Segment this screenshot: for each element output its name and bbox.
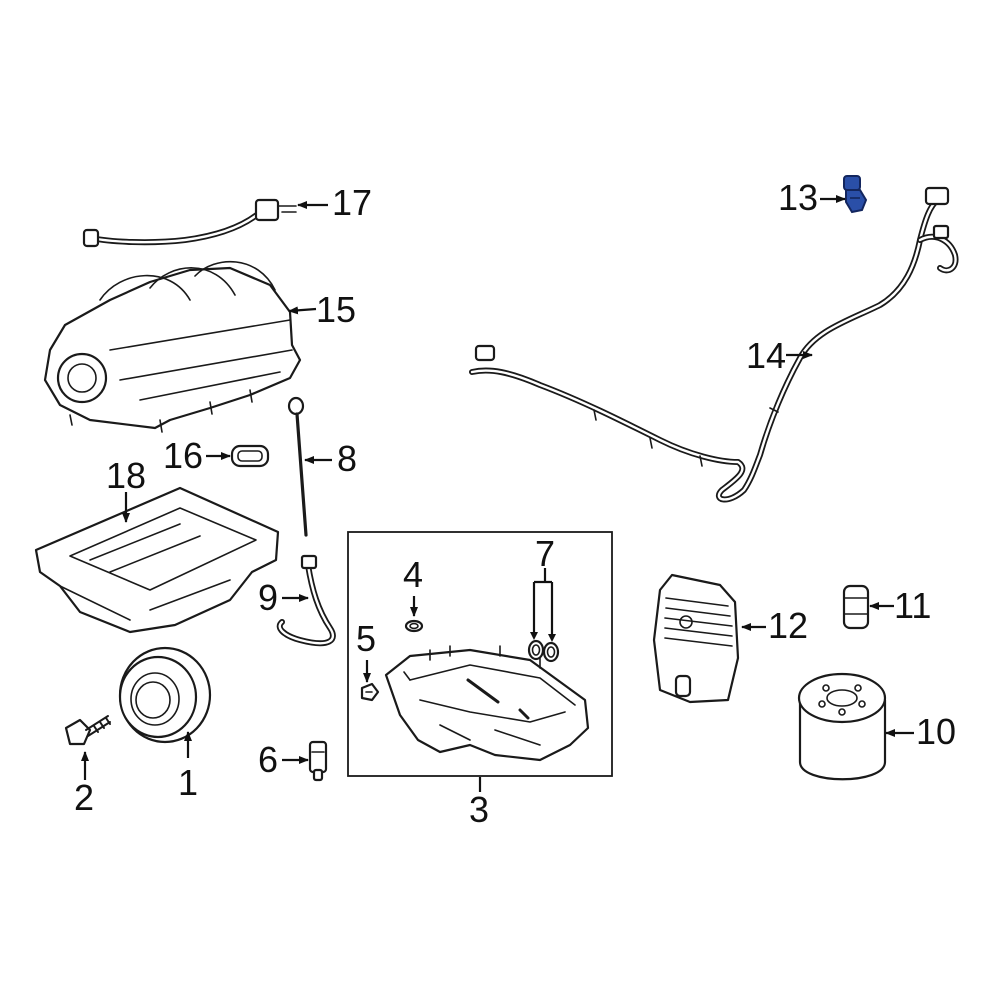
callout-11[interactable]: 11 [894,585,931,626]
callout-3[interactable]: 3 [469,789,489,830]
callout-17[interactable]: 17 [332,182,372,223]
callout-4[interactable]: 4 [403,554,423,595]
part-7-o-rings[interactable] [527,639,560,663]
leader-15 [288,306,317,315]
part-14-wiring-harness[interactable] [469,186,959,503]
callout-9[interactable]: 9 [258,577,278,618]
callout-14[interactable]: 14 [746,335,786,376]
part-10-oil-filter[interactable] [797,672,887,781]
part-9-dipstick-tube[interactable] [276,554,336,647]
callout-6[interactable]: 6 [258,739,278,780]
callout-12[interactable]: 12 [768,605,808,646]
part-18-valley-cover[interactable] [34,486,280,634]
part-2-bolt[interactable] [64,715,111,746]
callout-2[interactable]: 2 [74,777,94,818]
callout-18[interactable]: 18 [106,455,146,496]
part-6-sensor[interactable] [308,740,328,782]
callout-5[interactable]: 5 [356,618,376,659]
kit-box [347,531,613,777]
part-4-washer[interactable] [404,619,424,633]
part-16-gasket[interactable] [230,444,270,468]
callout-8[interactable]: 8 [337,438,357,479]
callout-7[interactable]: 7 [535,533,555,574]
callout-13[interactable]: 13 [778,177,818,218]
part-1-pulley[interactable] [118,646,212,744]
part-17-hose[interactable] [82,198,297,248]
part-5-drain-plug[interactable] [360,682,380,702]
leader-7 [532,568,554,638]
callout-10[interactable]: 10 [916,711,956,752]
callout-15[interactable]: 15 [316,289,356,330]
part-3-oil-pan-kit[interactable] [347,531,613,777]
part-11-adapter[interactable] [842,584,870,630]
part-8-dipstick[interactable] [287,396,308,537]
part-12-oil-cooler[interactable] [652,573,740,704]
callout-1[interactable]: 1 [178,762,198,803]
part-13-oil-pressure-sensor[interactable] [843,175,868,214]
part-15-intake-manifold[interactable] [43,260,302,433]
callout-16[interactable]: 16 [163,435,203,476]
